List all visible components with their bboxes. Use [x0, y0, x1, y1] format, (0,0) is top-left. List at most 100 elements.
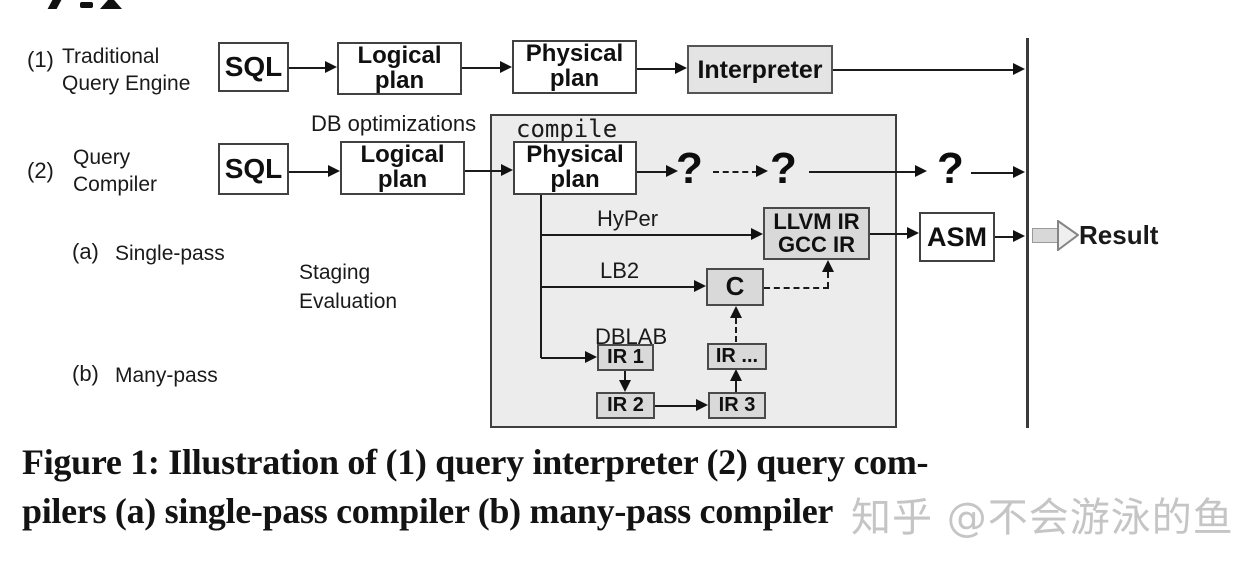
- arrow-line: [541, 286, 694, 288]
- logical-label-line1: Logical: [357, 41, 442, 69]
- arrow-line: [462, 67, 502, 69]
- arrowhead-right: [907, 227, 919, 239]
- gcc-ir-label: GCC IR: [778, 231, 855, 257]
- result-block-arrowhead: [1057, 220, 1079, 251]
- result-block-arrow: [1032, 228, 1058, 243]
- row1-label-line2: Query Engine: [62, 72, 191, 95]
- collector-line: [1026, 38, 1029, 428]
- row1-label-line1: Traditional: [62, 45, 160, 68]
- cropped-text-fragment: [80, 2, 93, 8]
- row1-index: (1): [27, 47, 54, 72]
- db-optimizations-label: DB optimizations: [311, 111, 477, 136]
- arrow-line: [655, 405, 696, 407]
- arrow-line: [289, 67, 327, 69]
- llvm-ir-label: LLVM IR: [773, 208, 860, 234]
- c-label: C: [725, 271, 745, 302]
- arrow-line: [833, 69, 1015, 71]
- ir-more-label: IR ...: [715, 345, 759, 368]
- c-box: C: [706, 268, 764, 306]
- arrowhead-right: [1013, 63, 1025, 75]
- arrowhead-right: [325, 61, 337, 73]
- arrowhead-down: [619, 380, 631, 392]
- arrow-line: [995, 236, 1014, 238]
- arrow-line: [541, 234, 753, 236]
- ir3-label: IR 3: [718, 394, 756, 417]
- arrow-line: [637, 171, 668, 173]
- figure-caption-line2: pilers (a) single-pass compiler (b) many…: [22, 491, 834, 531]
- dashed-line: [764, 287, 829, 289]
- physical-plan-box-row1: Physical plan: [512, 40, 637, 94]
- row-a-label: Single-pass: [115, 242, 225, 265]
- compile-label: compile: [516, 115, 618, 143]
- arrow-line: [870, 233, 907, 235]
- logical-label-line2: plan: [374, 66, 425, 94]
- branch-trunk-line: [540, 195, 542, 358]
- interpreter-box: Interpreter: [687, 45, 833, 94]
- row1-label: Traditional Query Engine: [62, 43, 190, 97]
- arrowhead-up: [822, 260, 834, 272]
- row2-label-line2: Compiler: [73, 173, 158, 196]
- arrowhead-right: [585, 351, 597, 363]
- dashed-line: [827, 272, 829, 288]
- arrowhead-right: [751, 228, 763, 240]
- lb2-label: LB2: [600, 258, 640, 283]
- asm-label: ASM: [927, 221, 987, 252]
- llvm-gcc-ir-box: LLVM IR GCC IR: [763, 207, 870, 260]
- arrow-line: [637, 68, 677, 70]
- staging-evaluation-label: Staging Evaluation: [299, 258, 397, 316]
- arrowhead-right: [694, 280, 706, 292]
- physical-label-line2: plan: [550, 166, 600, 193]
- arrowhead-right: [756, 165, 768, 177]
- arrow-line: [465, 170, 503, 172]
- sql-box-row1: SQL: [218, 42, 289, 92]
- staging-label-line2: Evaluation: [299, 290, 398, 313]
- ir2-label: IR 2: [607, 394, 644, 417]
- arrowhead-right: [328, 165, 340, 177]
- row-a-index: (a): [72, 239, 99, 264]
- question-mark-3: ?: [937, 144, 964, 193]
- sql-box-row2: SQL: [218, 143, 289, 195]
- arrowhead-right: [1013, 230, 1025, 242]
- arrowhead-right: [501, 164, 513, 176]
- row-b-index: (b): [72, 361, 99, 386]
- arrow-line: [971, 172, 1014, 174]
- ir-more-box: IR ...: [707, 343, 767, 370]
- logical-plan-box-row1: Logical plan: [337, 42, 462, 95]
- ir1-label: IR 1: [607, 346, 644, 369]
- hyper-label: HyPer: [597, 206, 659, 231]
- question-mark-1: ?: [676, 144, 703, 193]
- arrowhead-right: [500, 61, 512, 73]
- dashed-line: [735, 318, 737, 342]
- ir3-box: IR 3: [708, 392, 766, 419]
- staging-label-line1: Staging: [299, 261, 371, 284]
- row2-index: (2): [27, 158, 54, 183]
- arrow-line: [624, 371, 626, 381]
- dashed-arrow-line: [713, 171, 758, 173]
- ir1-box: IR 1: [597, 344, 654, 371]
- physical-label-line1: Physical: [525, 40, 624, 68]
- logical-label-line2: plan: [377, 166, 428, 193]
- arrow-line: [809, 171, 917, 173]
- logical-label-line1: Logical: [360, 141, 445, 169]
- cropped-text-fragment: [100, 0, 122, 9]
- result-label: Result: [1079, 220, 1159, 250]
- arrowhead-right: [696, 399, 708, 411]
- row2-label: Query Compiler: [73, 144, 157, 198]
- sql-label: SQL: [224, 153, 283, 185]
- arrowhead-right: [666, 165, 678, 177]
- zhihu-watermark: 知乎 @不会游泳的鱼: [851, 495, 1234, 541]
- arrowhead-right: [915, 165, 927, 177]
- cropped-text-fragment: [47, 0, 62, 9]
- logical-plan-box-row2: Logical plan: [340, 141, 465, 195]
- interpreter-label: Interpreter: [697, 55, 823, 84]
- arrowhead-right: [1013, 166, 1025, 178]
- physical-plan-box-row2: Physical plan: [513, 141, 637, 195]
- row-b-label: Many-pass: [115, 364, 218, 387]
- row2-label-line1: Query: [73, 146, 131, 169]
- ir2-box: IR 2: [596, 392, 655, 419]
- physical-label-line2: plan: [549, 65, 600, 92]
- arrowhead-up: [730, 369, 742, 381]
- question-mark-2: ?: [770, 144, 797, 193]
- arrowhead-right: [675, 62, 687, 74]
